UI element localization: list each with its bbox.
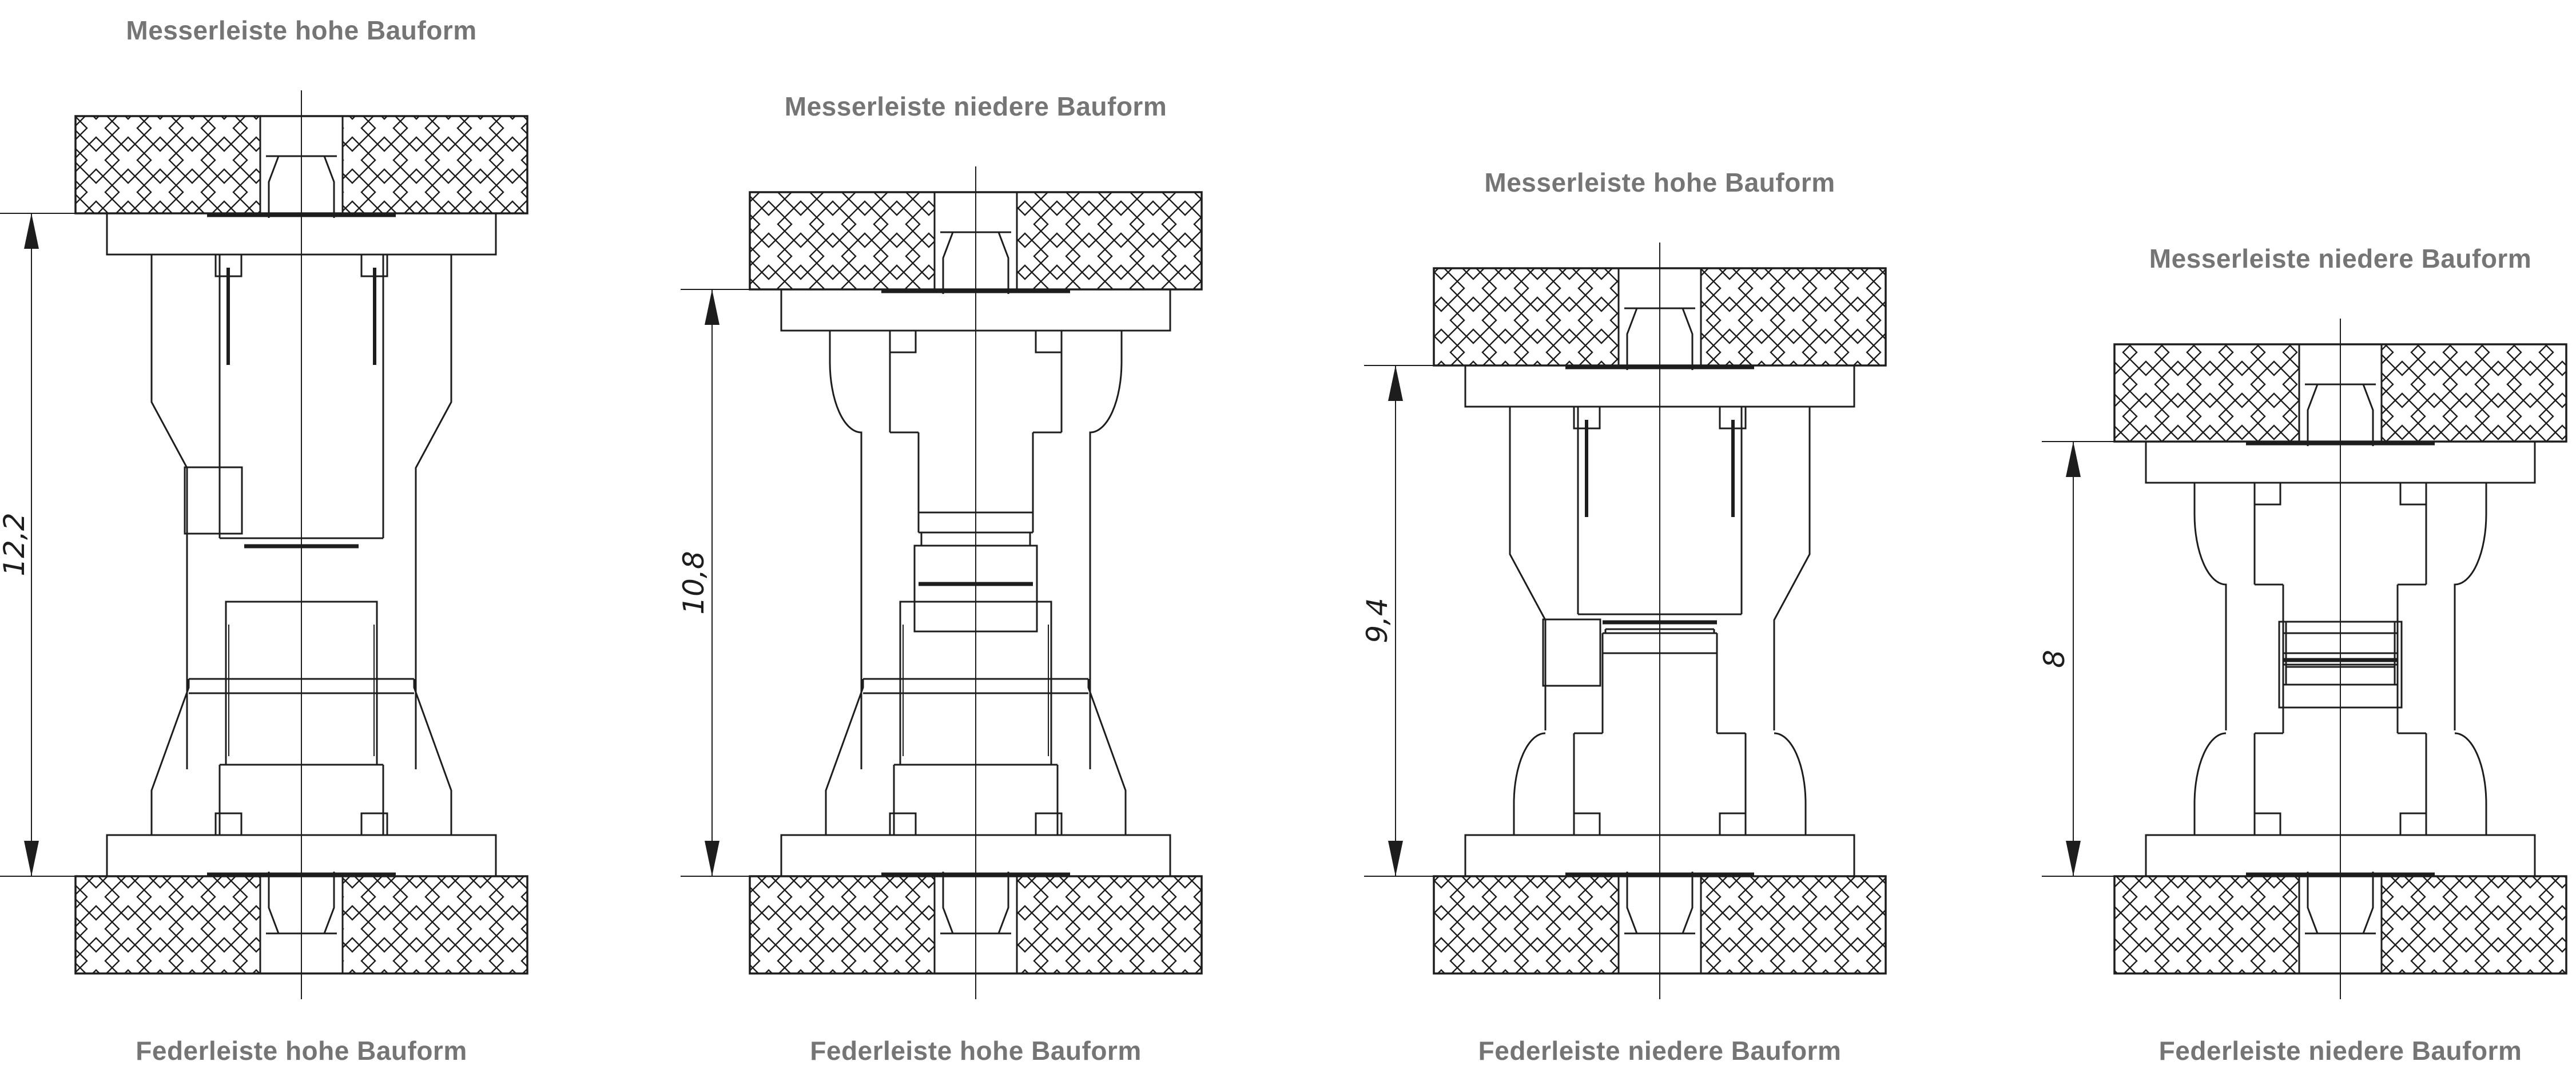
federleiste-body-3	[1513, 628, 1807, 835]
messerleiste-title-4: Messerleiste niedere Bauform	[2149, 244, 2532, 273]
messerleiste-title-1: Messerleiste hohe Bauform	[126, 15, 477, 45]
dimension-3	[1364, 365, 1434, 877]
federleiste-body-1	[150, 601, 452, 835]
dimension-value-4: 8	[2038, 650, 2071, 668]
dimension-2	[681, 289, 750, 877]
federleiste-body-4	[2193, 632, 2487, 835]
connector-assembly-1	[0, 90, 528, 999]
messerleiste-title-3: Messerleiste hohe Bauform	[1484, 168, 1835, 197]
messerleiste-body-2	[829, 331, 1123, 769]
dimension-value-3: 9,4	[1361, 598, 1394, 643]
federleiste-label-4: Federleiste niedere Bauform	[2158, 1036, 2522, 1066]
pcb-sections-4	[2113, 343, 2567, 975]
connector-assembly-3	[1364, 243, 1887, 999]
dimension-value-2: 10,8	[677, 551, 710, 615]
dimension-value-1: 12,2	[0, 512, 31, 577]
housing-flanges-3	[1464, 364, 1855, 877]
messerleiste-title-2: Messerleiste niedere Bauform	[784, 92, 1167, 121]
pcb-sections-2	[749, 191, 1203, 975]
pcb-sections-1	[74, 115, 528, 975]
federleiste-label-2: Federleiste hohe Bauform	[810, 1036, 1142, 1066]
federleiste-label-3: Federleiste niedere Bauform	[1478, 1036, 1842, 1066]
federleiste-label-1: Federleiste hohe Bauform	[136, 1036, 467, 1066]
dimension-1	[0, 213, 75, 877]
dimension-4	[2042, 441, 2114, 877]
connector-assembly-2	[681, 166, 1203, 999]
housing-flanges-4	[2145, 440, 2536, 877]
housing-flanges-2	[780, 288, 1171, 877]
messerleiste-body-1	[150, 255, 452, 769]
connector-assembly-4	[2042, 319, 2567, 999]
messerleiste-body-3	[1509, 407, 1811, 730]
federleiste-body-2	[825, 601, 1127, 835]
